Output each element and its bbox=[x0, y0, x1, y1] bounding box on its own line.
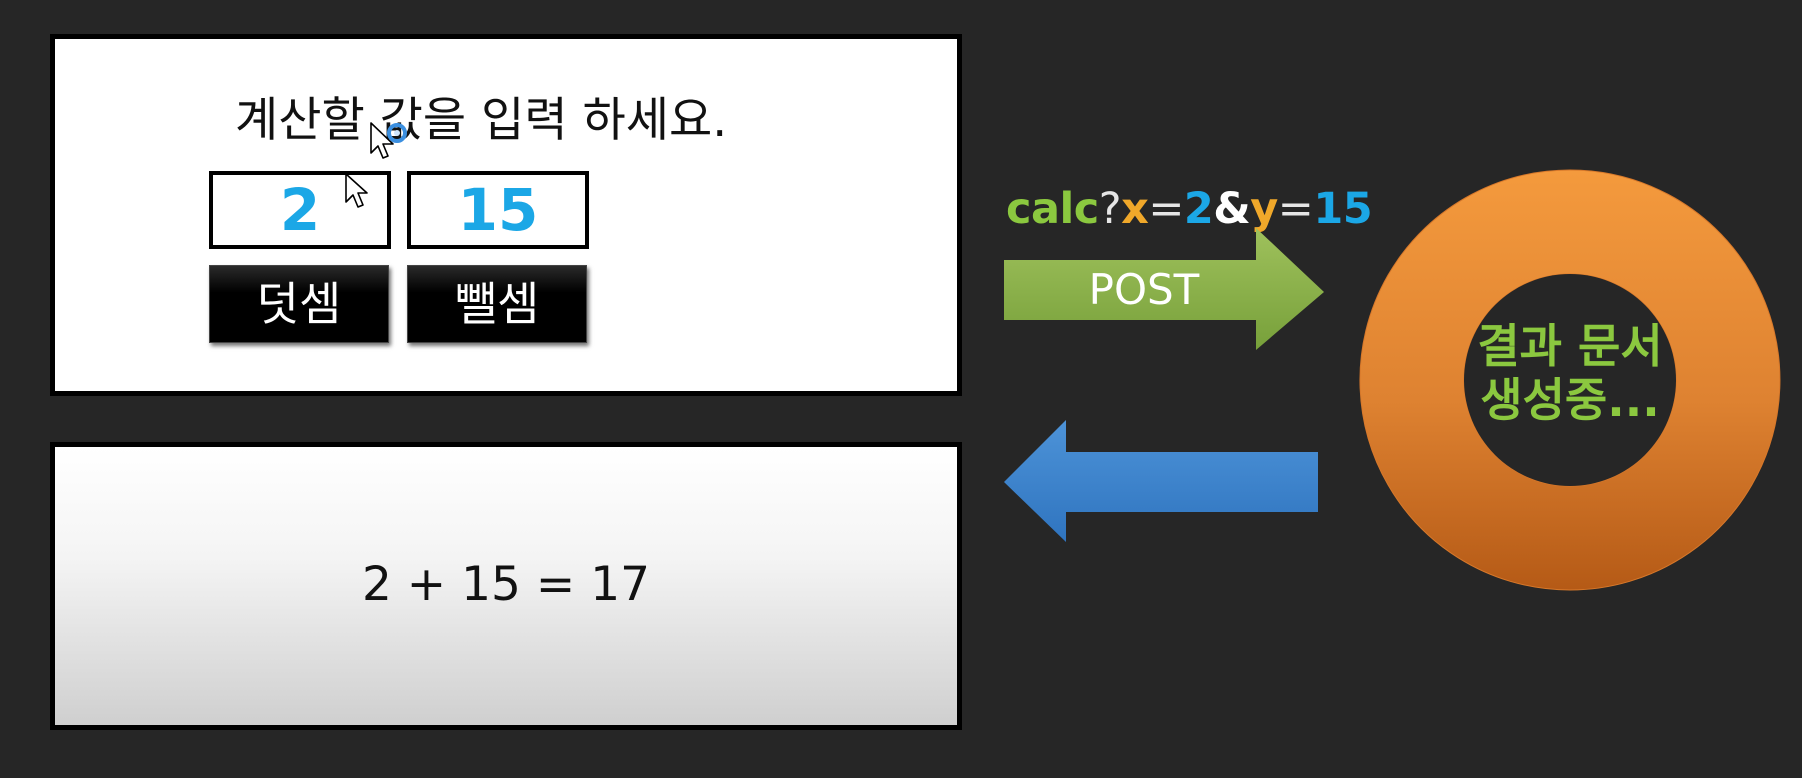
url-question-mark: ? bbox=[1098, 184, 1122, 234]
x-input-field[interactable]: 2 bbox=[209, 171, 391, 249]
url-y-value: 15 bbox=[1313, 184, 1373, 234]
url-x-key: x bbox=[1121, 184, 1149, 234]
server-status-line2: 생성중... bbox=[1480, 373, 1660, 427]
subtract-button[interactable]: 뺄셈 bbox=[407, 265, 587, 343]
result-text: 2 + 15 = 17 bbox=[361, 557, 651, 612]
y-input-field[interactable]: 15 bbox=[407, 171, 589, 249]
url-x-value: 2 bbox=[1183, 184, 1214, 234]
result-page: 2 + 15 = 17 bbox=[50, 442, 962, 730]
input-form-page: 계산할 값을 입력 하세요. 2 15 덧셈 뺄셈 bbox=[50, 34, 962, 396]
url-equals-1: = bbox=[1148, 184, 1184, 234]
post-label: POST bbox=[1089, 265, 1200, 314]
post-arrow: POST bbox=[1004, 228, 1324, 350]
url-y-key: y bbox=[1250, 184, 1278, 234]
busy-cursor-icon bbox=[370, 122, 407, 159]
server-status-line1: 결과 문서 bbox=[1477, 319, 1663, 373]
response-arrow bbox=[1004, 420, 1318, 542]
request-url: calc?x=2&y=15 bbox=[1006, 184, 1373, 234]
url-ampersand: & bbox=[1213, 184, 1251, 234]
url-equals-2: = bbox=[1277, 184, 1314, 234]
form-prompt: 계산할 값을 입력 하세요. bbox=[235, 93, 728, 148]
mouse-pointer-icon bbox=[345, 173, 368, 208]
url-path: calc bbox=[1006, 184, 1099, 234]
server-donut bbox=[1359, 169, 1781, 591]
add-button[interactable]: 덧셈 bbox=[209, 265, 389, 343]
